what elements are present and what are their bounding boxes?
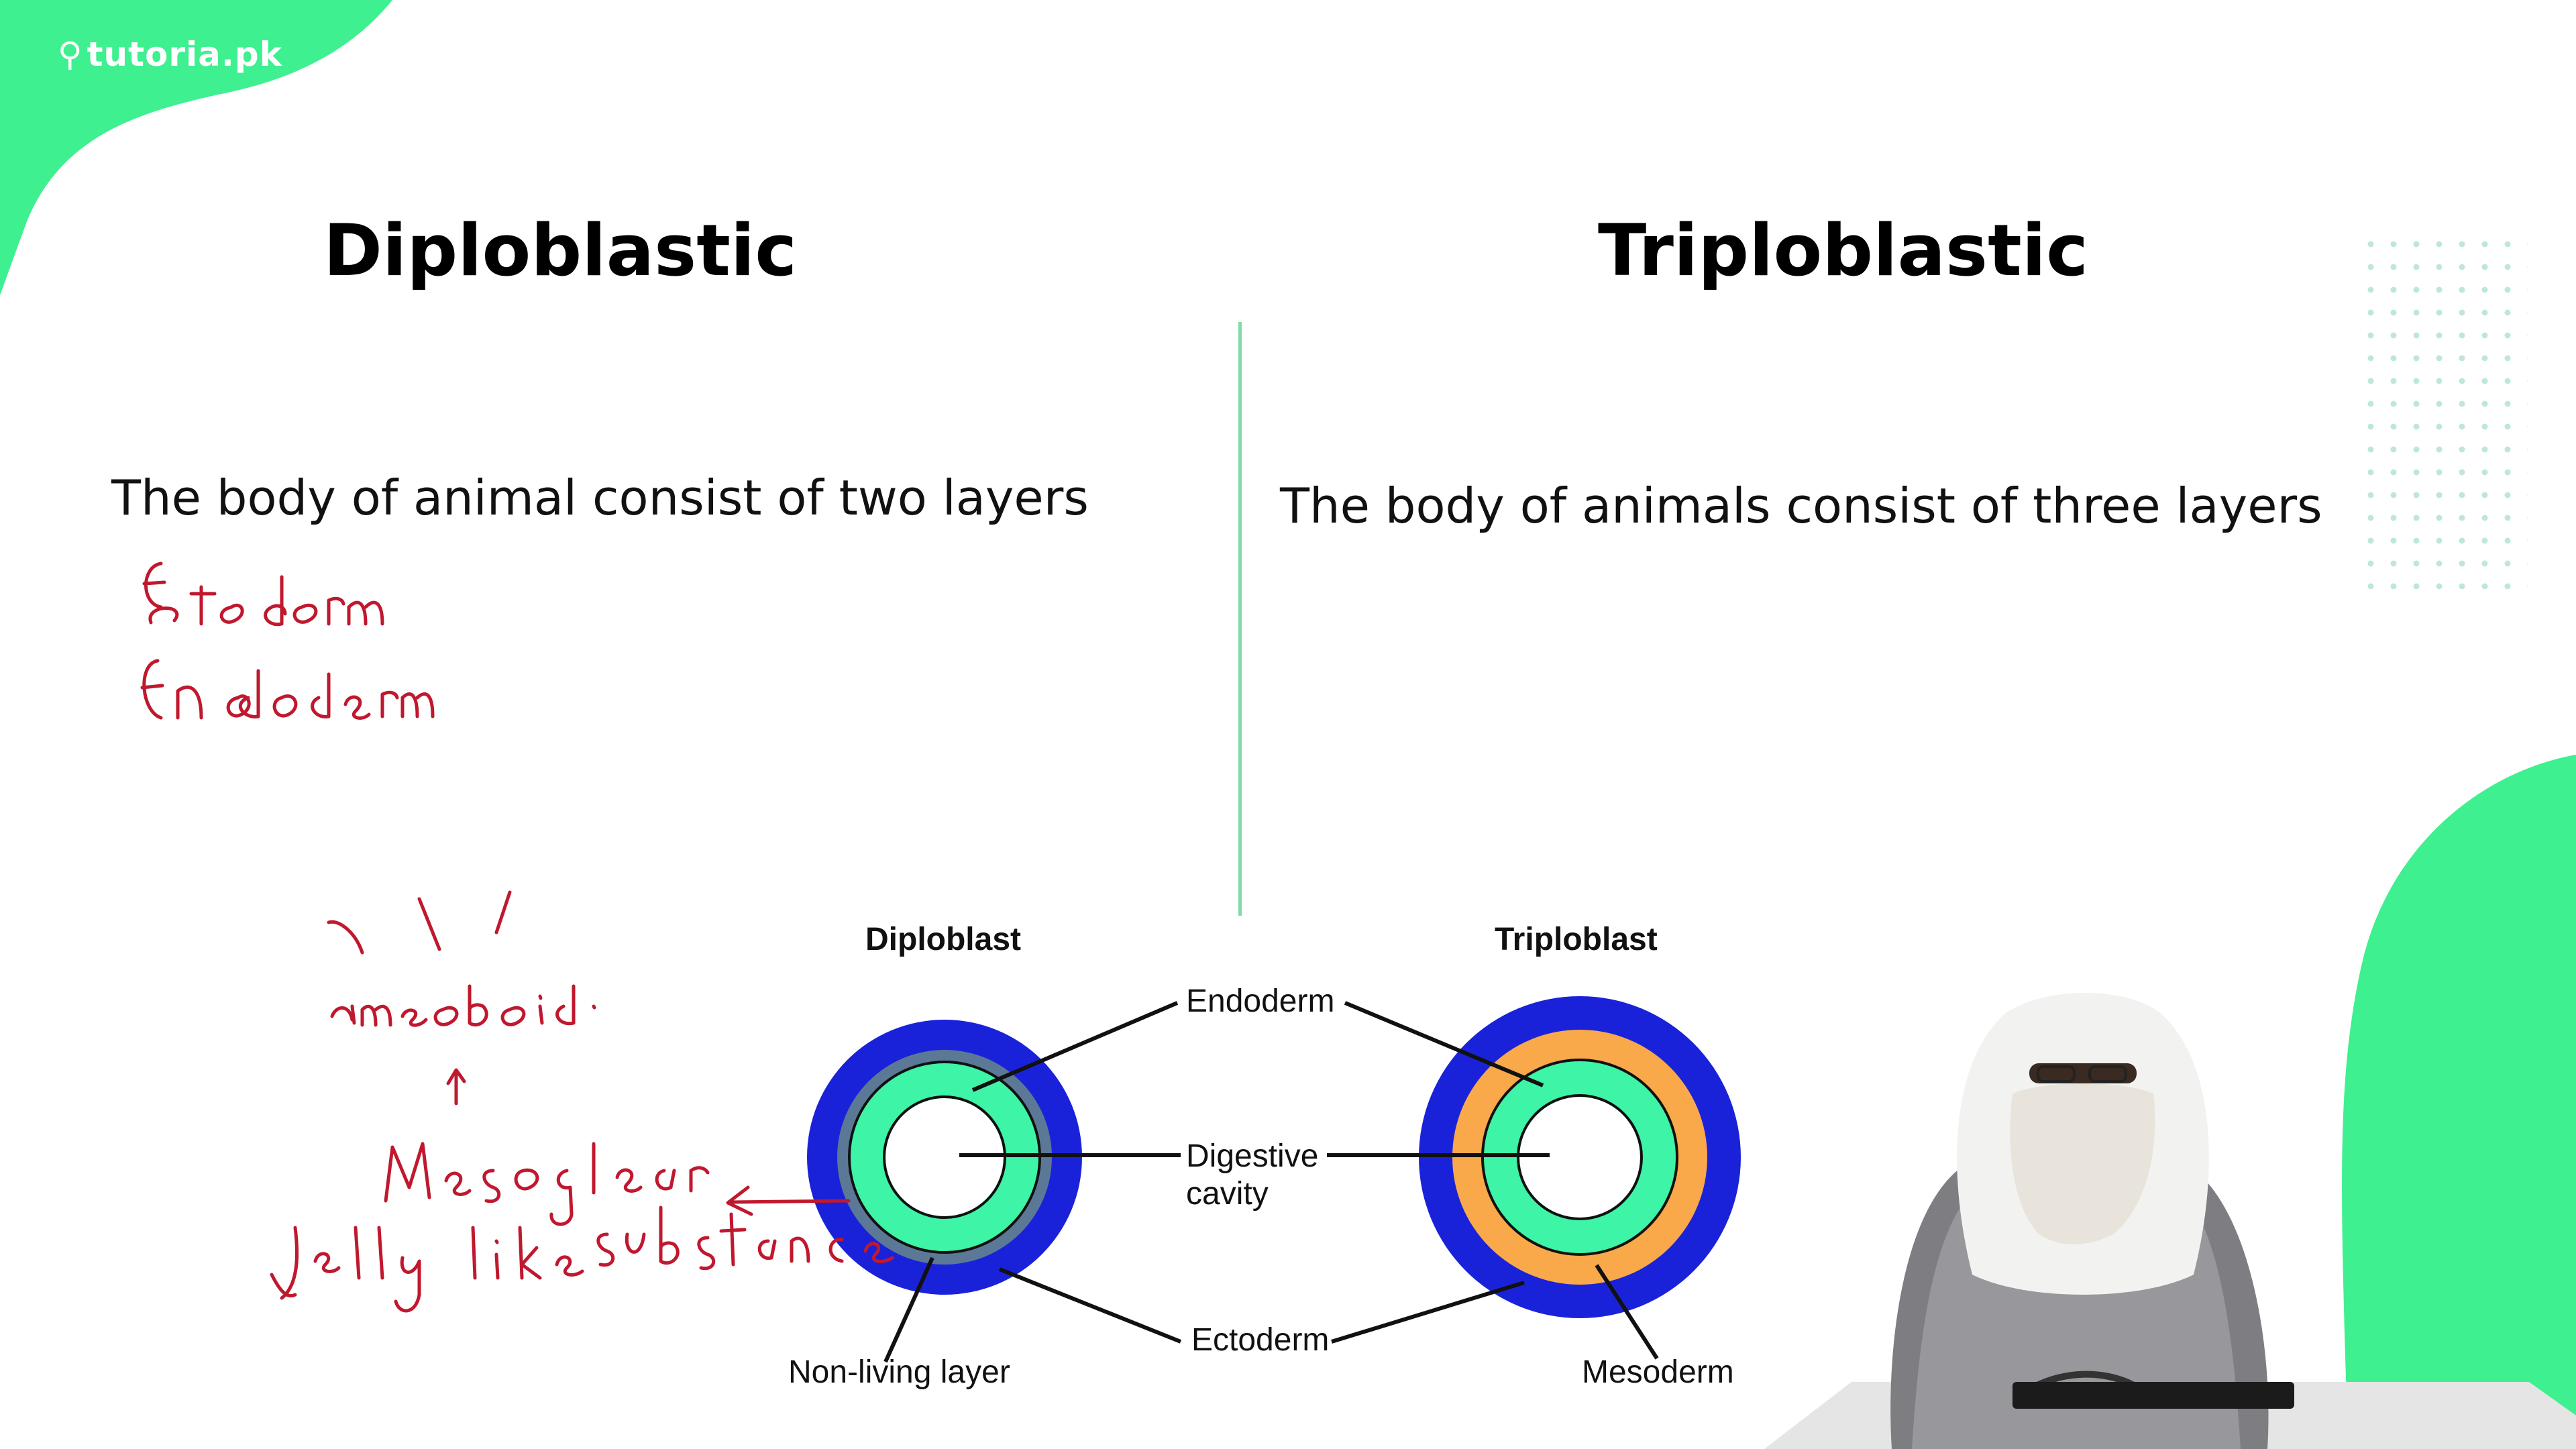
note-substance xyxy=(596,1205,894,1271)
top-left-green-blob xyxy=(0,0,392,295)
triploblastic-description: The body of animals consist of three lay… xyxy=(1280,478,2322,534)
note-ectoderm xyxy=(142,561,384,627)
triploblastic-heading: Triploblastic xyxy=(1598,209,2088,292)
note-endoderm xyxy=(140,659,435,720)
triploblast-title: Triploblast xyxy=(1495,922,1658,957)
diploblastic-description: The body of animal consist of two layers xyxy=(111,470,1089,526)
digestive-label-line1: Digestive xyxy=(1186,1138,1319,1174)
note-jelly-like xyxy=(270,1226,584,1313)
running-figure-icon: ⚲ xyxy=(58,35,83,74)
logo-text: tutoria.pk xyxy=(87,35,282,74)
diploblast-figure xyxy=(807,1020,1082,1295)
bottom-right-green-blob xyxy=(2342,755,2576,1449)
note-ameoboid xyxy=(330,984,596,1027)
ectoderm-label: Ectoderm xyxy=(1191,1322,1330,1358)
brand-logo[interactable]: ⚲tutoria.pk xyxy=(58,35,282,74)
note-rays xyxy=(327,890,512,955)
note-arrow-up xyxy=(446,1068,466,1106)
non-living-layer-label: Non-living layer xyxy=(788,1354,1010,1390)
diploblastic-heading: Diploblastic xyxy=(323,209,798,292)
column-divider xyxy=(1238,322,1242,916)
mesoderm-label: Mesoderm xyxy=(1582,1354,1734,1390)
endoderm-label: Endoderm xyxy=(1186,983,1335,1019)
diploblast-title: Diploblast xyxy=(865,922,1022,957)
note-arrow-left xyxy=(726,1185,851,1216)
note-mesoglear xyxy=(384,1142,710,1226)
presenter-avatar xyxy=(1890,993,2294,1449)
leader-lines xyxy=(883,1001,1659,1363)
dot-grid-decoration xyxy=(2367,240,2528,589)
triploblast-figure xyxy=(1419,996,1741,1318)
digestive-label-line2: cavity xyxy=(1186,1176,1269,1212)
